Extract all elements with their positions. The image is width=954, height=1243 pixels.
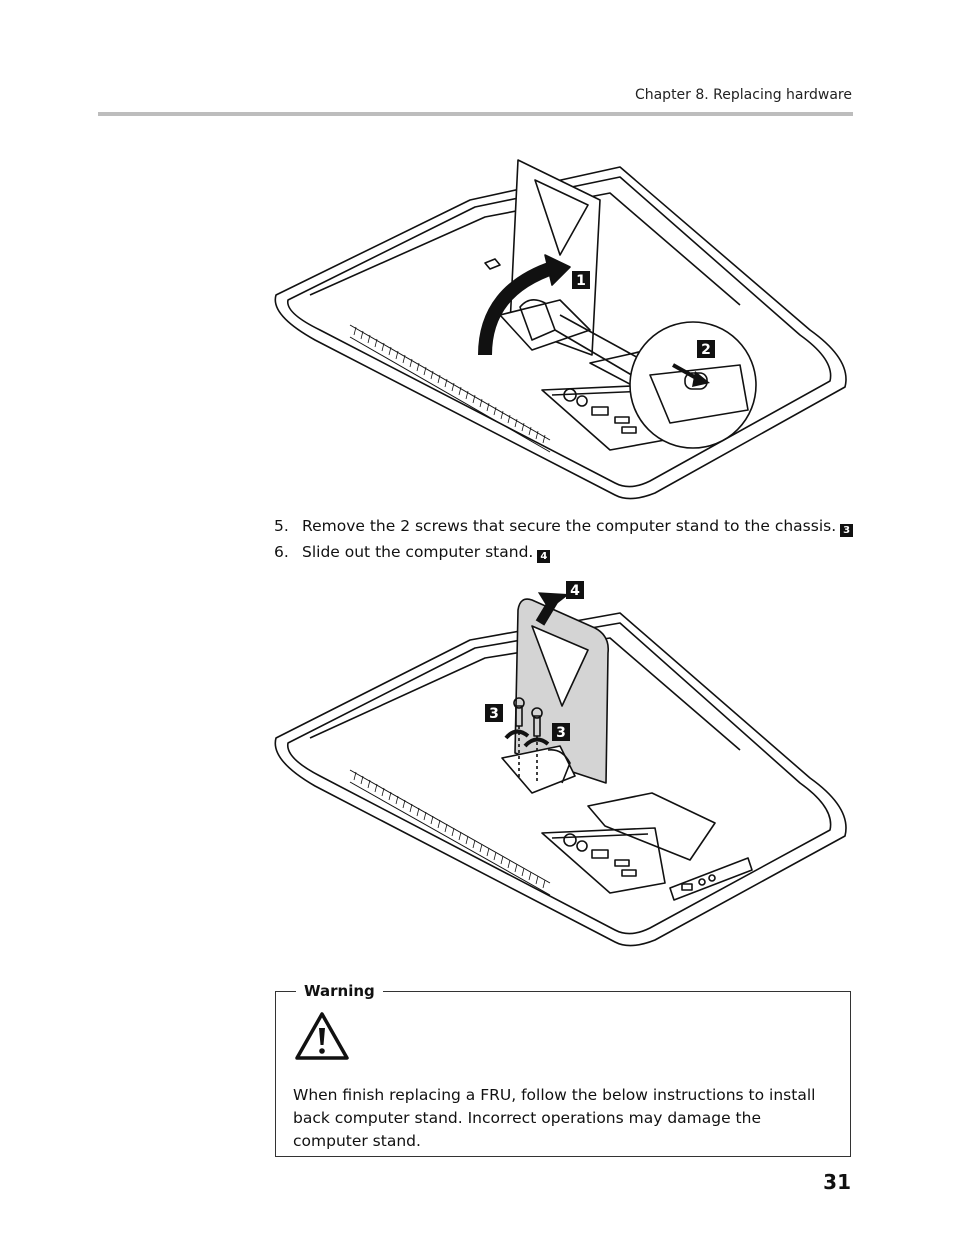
step-number: 5. — [274, 517, 289, 535]
callout-4-label: 4 — [570, 583, 580, 599]
page-number: 31 — [823, 1170, 851, 1194]
stand-release-illustration: 1 2 — [274, 159, 847, 500]
step-text: Slide out the computer stand. — [302, 543, 534, 561]
warning-title: Warning — [296, 982, 383, 1000]
callout-3a-box — [485, 704, 503, 722]
step-text: Remove the 2 screws that secure the comp… — [302, 517, 837, 535]
warning-box: Warning When finish replacing a FRU, fol… — [275, 982, 851, 1157]
inline-callout-4: 4 — [537, 550, 551, 563]
callout-4-box — [566, 581, 584, 599]
warning-text: When finish replacing a FRU, follow the … — [293, 1086, 816, 1150]
running-head: Chapter 8. Replacing hardware — [634, 87, 852, 103]
callout-3b-label: 3 — [556, 725, 566, 741]
warning-triangle-icon — [295, 1012, 349, 1060]
callout-2-label: 2 — [701, 342, 711, 358]
step-6: 6. Slide out the computer stand.4 — [274, 541, 854, 567]
callout-3a-label: 3 — [489, 706, 499, 722]
stand-removal-illustration: 4 3 3 — [274, 581, 847, 947]
callout-1-label: 1 — [576, 273, 586, 289]
step-5: 5. Remove the 2 screws that secure the co… — [274, 515, 854, 541]
header-rule — [98, 112, 853, 116]
callout-2-box — [697, 340, 715, 358]
step-number: 6. — [274, 543, 289, 561]
callout-1-box — [572, 271, 590, 289]
callout-3b-box — [552, 723, 570, 741]
figure-stand-release: 1 2 — [270, 155, 860, 505]
procedure-steps: 5. Remove the 2 screws that secure the co… — [274, 515, 854, 567]
figure-stand-removal: 4 3 3 — [270, 578, 860, 950]
inline-callout-3: 3 — [840, 524, 854, 537]
